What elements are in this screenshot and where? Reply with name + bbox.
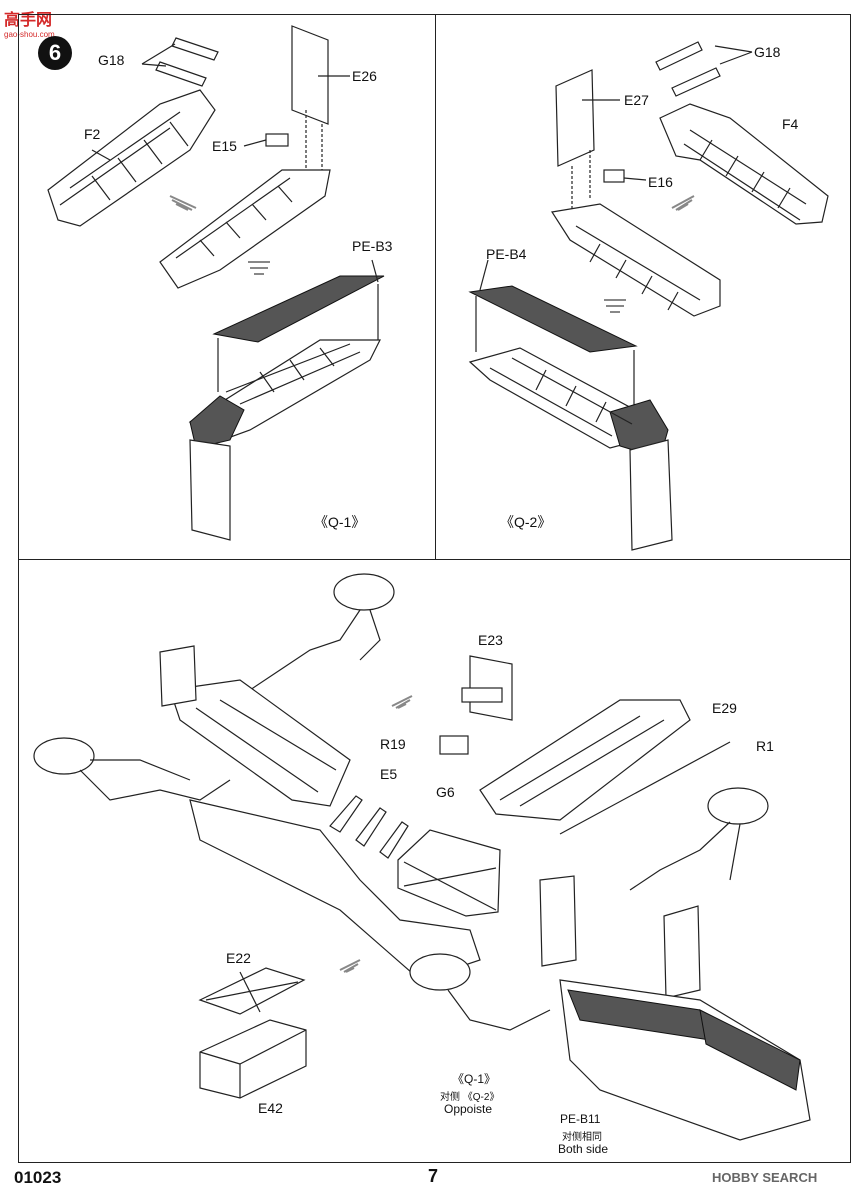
g18-rails-q2 bbox=[655, 41, 753, 97]
e23-plate bbox=[461, 655, 513, 721]
pe-b11-cn: 对侧相同 bbox=[562, 1132, 602, 1143]
caption-q1: 《Q-1》 bbox=[314, 514, 366, 530]
pe-b4-mesh bbox=[468, 259, 638, 406]
label-r19: R19 bbox=[380, 736, 406, 752]
label-e27: E27 bbox=[624, 92, 649, 108]
step-number-badge: 6 bbox=[38, 36, 72, 70]
ammo-box bbox=[397, 829, 501, 917]
label-e42: E42 bbox=[258, 1100, 283, 1116]
product-code: 01023 bbox=[14, 1168, 62, 1187]
radar-dish-upper-left bbox=[249, 573, 395, 691]
label-g18-q1: G18 bbox=[98, 52, 125, 68]
e27-plate bbox=[555, 69, 620, 210]
label-r1: R1 bbox=[756, 738, 774, 754]
e42-box bbox=[199, 1019, 307, 1099]
label-e5: E5 bbox=[380, 766, 398, 782]
ref-q2-line: 对侧 《Q-2》 bbox=[440, 1088, 499, 1103]
label-e29: E29 bbox=[712, 700, 737, 716]
label-pe-b3: PE-B3 bbox=[352, 238, 393, 254]
frame-assembled-q2 bbox=[551, 203, 721, 317]
e22-lid bbox=[198, 967, 306, 1015]
label-g6: G6 bbox=[436, 784, 455, 800]
e5-g6-brackets bbox=[329, 795, 409, 859]
f4-frame bbox=[659, 103, 829, 225]
radar-dish-right-upper bbox=[629, 787, 769, 891]
caption-q2: 《Q-2》 bbox=[500, 514, 552, 530]
f2-frame bbox=[47, 89, 216, 227]
ref-q1: 《Q-1》 bbox=[452, 1072, 497, 1086]
dashed-arrows-q1 bbox=[169, 195, 270, 275]
label-f4: F4 bbox=[782, 116, 799, 132]
watermark-logo: 高手网 gao-shou.com bbox=[4, 12, 55, 39]
label-e15: E15 bbox=[212, 138, 237, 154]
e16-part bbox=[603, 169, 647, 183]
main-hull-body bbox=[189, 799, 481, 981]
page-number: 7 bbox=[428, 1166, 439, 1186]
label-e22: E22 bbox=[226, 950, 251, 966]
radar-dish-lower-left bbox=[33, 737, 231, 801]
ref-opposite: Oppoiste bbox=[444, 1102, 493, 1116]
e15-part bbox=[243, 133, 289, 147]
ref-q2-prefix: 对侧 bbox=[440, 1092, 460, 1103]
ref-q2: 《Q-2》 bbox=[462, 1092, 500, 1103]
radar-dish-right-lower bbox=[409, 953, 551, 1031]
pe-b3-mesh bbox=[212, 259, 385, 392]
label-g18-q2: G18 bbox=[754, 44, 781, 60]
frame-assembled-q1 bbox=[159, 169, 331, 289]
label-e16: E16 bbox=[648, 174, 673, 190]
q1-assembly bbox=[188, 339, 381, 541]
e26-plate bbox=[291, 25, 350, 176]
label-pe-b4: PE-B4 bbox=[486, 246, 527, 262]
pe-b11-en: Both side bbox=[558, 1142, 609, 1156]
label-f2: F2 bbox=[84, 126, 101, 142]
main-panel-frame bbox=[18, 559, 851, 1163]
brand-watermark: HOBBY SEARCH bbox=[712, 1170, 818, 1185]
g18-rails-q1 bbox=[141, 37, 219, 87]
tray-right bbox=[479, 699, 731, 835]
label-e26: E26 bbox=[352, 68, 377, 84]
hull-right-assembly bbox=[539, 875, 811, 1141]
q2-assembly bbox=[468, 347, 673, 551]
label-e23: E23 bbox=[478, 632, 503, 648]
dashed-arrows-q2 bbox=[604, 195, 695, 313]
hull-tray-left bbox=[159, 645, 351, 807]
r19-part bbox=[439, 735, 469, 755]
label-pe-b11: PE-B11 bbox=[560, 1112, 601, 1126]
main-dashed-arrows bbox=[339, 695, 413, 973]
